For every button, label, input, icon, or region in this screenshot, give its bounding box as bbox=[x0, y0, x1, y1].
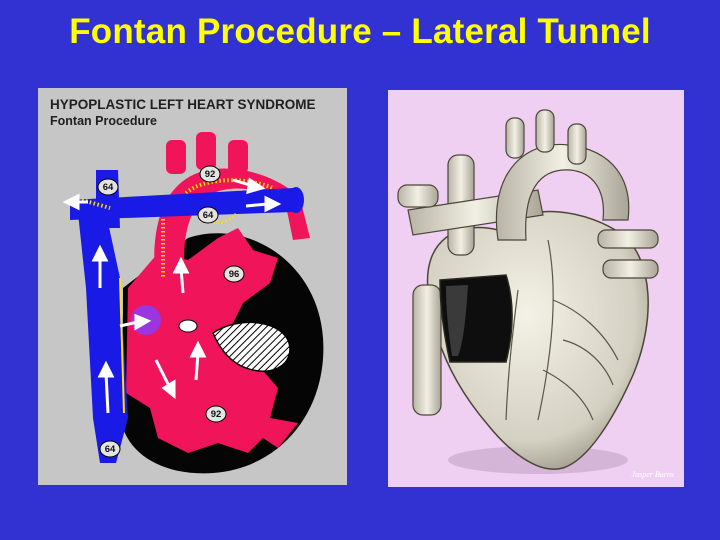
anatomical-illustration-panel: Jasper Burns bbox=[388, 90, 684, 487]
pulmonary-vein-1 bbox=[597, 229, 659, 249]
aortic-arch-vessel bbox=[495, 143, 630, 241]
heart-schematic: 64 92 64 96 92 64 bbox=[62, 132, 324, 474]
pulmonary-artery-end bbox=[288, 187, 304, 213]
arch-branch-b bbox=[535, 109, 555, 153]
arch-branch-3 bbox=[228, 140, 248, 174]
saturation-label-svc: 64 bbox=[97, 178, 119, 196]
arch-branch-a bbox=[505, 117, 525, 159]
tunnel-cutaway-highlight bbox=[446, 285, 468, 356]
saturation-label-aorta: 92 bbox=[199, 165, 221, 183]
saturation-label-pulmonary-vein: 96 bbox=[223, 265, 245, 283]
svg-text:92: 92 bbox=[205, 169, 216, 180]
slide-title: Fontan Procedure – Lateral Tunnel bbox=[69, 12, 651, 51]
diagram-title: HYPOPLASTIC LEFT HEART SYNDROME bbox=[50, 97, 316, 112]
pulmonary-vein-2 bbox=[602, 259, 659, 279]
schematic-diagram-panel: 64 92 64 96 92 64 HYPOPLASTIC LEFT HEART… bbox=[38, 88, 347, 485]
saturation-label-ventricle: 92 bbox=[205, 405, 227, 423]
coronary-vessels bbox=[505, 239, 619, 421]
arch-branch-2 bbox=[196, 132, 216, 170]
pulmonary-artery bbox=[70, 188, 300, 220]
diagram-subtitle: Fontan Procedure bbox=[50, 114, 157, 128]
flow-arrows bbox=[62, 177, 282, 414]
svg-text:96: 96 bbox=[229, 269, 240, 280]
arch-branch-c bbox=[567, 123, 587, 165]
tunnel-baffle bbox=[119, 277, 125, 414]
arch-branch-1 bbox=[166, 140, 186, 174]
hypoplastic-left-ventricle bbox=[212, 321, 291, 372]
svg-text:64: 64 bbox=[105, 444, 116, 455]
illustrator-credit: Jasper Burns bbox=[631, 470, 674, 479]
lateral-tunnel bbox=[78, 213, 128, 463]
heart-illustration bbox=[397, 109, 659, 474]
svg-text:64: 64 bbox=[203, 210, 214, 221]
arch-suture bbox=[184, 178, 274, 195]
valve bbox=[178, 319, 198, 333]
svg-text:92: 92 bbox=[211, 409, 222, 420]
svg-text:64: 64 bbox=[103, 182, 114, 193]
left-pa-vessel bbox=[397, 184, 439, 208]
saturation-label-ivc: 64 bbox=[99, 440, 121, 458]
ivc-vessel bbox=[412, 284, 442, 416]
saturation-label-pa: 64 bbox=[197, 206, 219, 224]
